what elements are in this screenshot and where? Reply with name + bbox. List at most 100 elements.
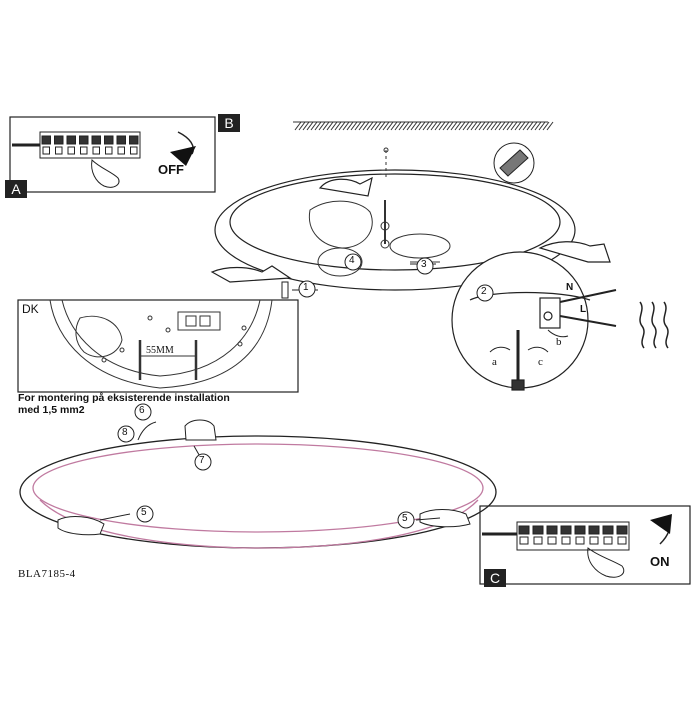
hatch-stroke bbox=[458, 121, 466, 131]
measure-55mm: 55MM bbox=[146, 345, 174, 356]
hatch-stroke bbox=[518, 121, 526, 131]
hatch-stroke bbox=[350, 121, 358, 131]
hatch-stroke bbox=[434, 121, 442, 131]
terminal-slot bbox=[129, 135, 139, 145]
arrow-b-icon bbox=[547, 329, 569, 338]
panel-c-tab: C bbox=[484, 569, 506, 587]
terminal-slot bbox=[116, 135, 126, 145]
terminal-block-off bbox=[12, 131, 141, 159]
hatch-stroke bbox=[534, 121, 542, 131]
hatch-stroke bbox=[426, 121, 434, 131]
terminal-slot bbox=[518, 525, 530, 535]
step-6-number: 6 bbox=[139, 405, 145, 416]
hatch-stroke bbox=[338, 121, 346, 131]
terminal-slot bbox=[616, 525, 628, 535]
hatch-stroke bbox=[498, 121, 506, 131]
terminal-slot bbox=[560, 525, 572, 535]
step-3-number: 3 bbox=[421, 259, 427, 270]
hatch-stroke bbox=[394, 121, 402, 131]
ceiling-base bbox=[210, 169, 611, 291]
hatch-stroke bbox=[314, 121, 322, 131]
screw-plug-icon bbox=[493, 142, 535, 184]
terminal-screw bbox=[67, 146, 75, 155]
installation-note-line2: med 1,5 mm2 bbox=[18, 404, 85, 416]
hatch-stroke bbox=[390, 121, 398, 131]
hatch-stroke bbox=[306, 121, 314, 131]
terminal-slot bbox=[91, 135, 101, 145]
wire-l-label: L bbox=[580, 304, 587, 315]
hatch-stroke bbox=[478, 121, 486, 131]
terminal-slot bbox=[66, 135, 76, 145]
panel-dk-frame bbox=[17, 299, 299, 393]
terminal-screw bbox=[117, 146, 125, 155]
hatch-stroke bbox=[358, 121, 366, 131]
wiring-detail bbox=[451, 251, 617, 391]
hatch-stroke bbox=[326, 121, 334, 131]
hatch-stroke bbox=[410, 121, 418, 131]
panel-b-tab: B bbox=[218, 114, 240, 132]
terminal-screw bbox=[105, 146, 113, 155]
panel-dk-label: DK bbox=[22, 302, 39, 316]
letter-a: a bbox=[492, 356, 497, 368]
hatch-stroke bbox=[298, 121, 306, 131]
hatch-stroke bbox=[530, 121, 538, 131]
hatch-stroke bbox=[402, 121, 410, 131]
terminal-slot bbox=[574, 525, 586, 535]
hatch-stroke bbox=[526, 121, 534, 131]
hatch-stroke bbox=[538, 121, 546, 131]
terminal-screw bbox=[589, 536, 599, 545]
hatch-stroke bbox=[546, 121, 554, 131]
hatch-stroke bbox=[502, 121, 510, 131]
hatch-stroke bbox=[490, 121, 498, 131]
panel-a-tab: A bbox=[5, 180, 27, 198]
terminal-slot bbox=[41, 135, 51, 145]
terminal-screw bbox=[575, 536, 585, 545]
terminal-screw bbox=[80, 146, 88, 155]
hatch-stroke bbox=[374, 121, 382, 131]
letter-b: b bbox=[556, 336, 562, 348]
terminal-slot bbox=[588, 525, 600, 535]
hatch-stroke bbox=[366, 121, 374, 131]
step-5-number-right: 5 bbox=[402, 513, 408, 524]
installation-note-line1: For montering på eksisterende installati… bbox=[18, 392, 230, 404]
terminal-slot bbox=[54, 135, 64, 145]
terminal-screw bbox=[42, 146, 50, 155]
arrow-c-icon bbox=[527, 346, 549, 353]
step-2-number: 2 bbox=[481, 286, 487, 297]
hatch-stroke bbox=[450, 121, 458, 131]
terminal-screw bbox=[603, 536, 613, 545]
terminal-screw bbox=[55, 146, 63, 155]
terminal-block-on bbox=[482, 521, 630, 551]
hatch-stroke bbox=[514, 121, 522, 131]
hatch-stroke bbox=[522, 121, 530, 131]
off-arrowhead-icon bbox=[170, 146, 196, 166]
off-label: OFF bbox=[158, 162, 184, 177]
hatch-stroke bbox=[438, 121, 446, 131]
wire-n-label: N bbox=[566, 282, 574, 293]
hatch-stroke bbox=[302, 121, 310, 131]
hatch-stroke bbox=[462, 121, 470, 131]
on-arrowhead-icon bbox=[650, 514, 672, 534]
terminal-slot bbox=[546, 525, 558, 535]
letter-c: c bbox=[538, 356, 543, 368]
terminal-slot bbox=[602, 525, 614, 535]
hatch-stroke bbox=[342, 121, 350, 131]
step-5-number-left: 5 bbox=[141, 507, 147, 518]
terminal-screw bbox=[617, 536, 627, 545]
hatch-stroke bbox=[330, 121, 338, 131]
step-4-number: 4 bbox=[349, 255, 355, 266]
hatch-stroke bbox=[542, 121, 550, 131]
terminal-slot bbox=[532, 525, 544, 535]
hatch-stroke bbox=[334, 121, 342, 131]
terminal-screw bbox=[519, 536, 529, 545]
hatch-stroke bbox=[446, 121, 454, 131]
terminal-screw bbox=[130, 146, 138, 155]
step-8-number: 8 bbox=[122, 427, 128, 438]
hatch-stroke bbox=[510, 121, 518, 131]
hatch-stroke bbox=[378, 121, 386, 131]
hatch-stroke bbox=[422, 121, 430, 131]
hatch-stroke bbox=[454, 121, 462, 131]
hatch-stroke bbox=[382, 121, 390, 131]
